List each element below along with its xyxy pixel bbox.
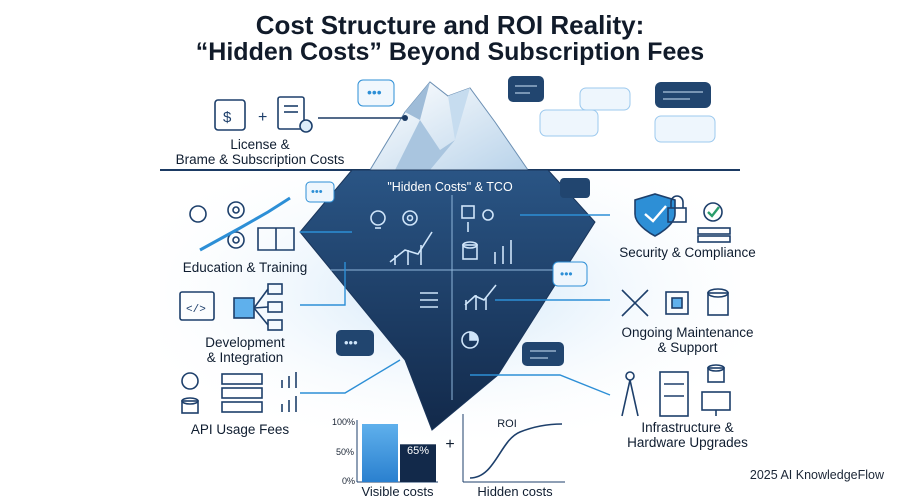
license-label: License & Brame & Subscription Costs xyxy=(170,137,350,167)
sync-arrows-icon xyxy=(181,372,199,390)
svg-text:$: $ xyxy=(223,109,232,126)
svg-text:+: + xyxy=(258,109,267,126)
maintenance-label: Ongoing Maintenance & Support xyxy=(621,325,754,355)
chat-bubble-icon xyxy=(560,178,590,198)
chat-bubble-icon xyxy=(508,76,544,102)
server-rack-icon xyxy=(659,371,689,417)
title-line-1: Cost Structure and ROI Reality: xyxy=(255,10,645,40)
security-label: Security & Compliance xyxy=(619,245,756,260)
book-icon xyxy=(257,227,295,251)
pie-chart-icon xyxy=(461,331,479,349)
plus-sign: + xyxy=(445,436,455,453)
chat-bubble-icon: ••• xyxy=(305,181,335,203)
development-label: Development & Integration xyxy=(205,335,285,365)
lightbulb-icon xyxy=(370,210,386,229)
roi-curve xyxy=(469,423,563,479)
server-rack-icon xyxy=(221,373,263,413)
database-icon xyxy=(462,241,478,260)
svg-text:•••: ••• xyxy=(560,267,573,281)
chat-bubble-icon: ••• xyxy=(357,79,395,107)
lock-icon xyxy=(667,195,687,223)
flow-icon xyxy=(420,292,438,308)
gear-icon xyxy=(402,210,418,226)
stacked-layers-icon xyxy=(697,227,731,243)
database-icon xyxy=(707,364,725,383)
watermark: 2025 AI KnowledgeFlow xyxy=(749,468,884,482)
bar-chart-icon xyxy=(281,372,297,412)
cube-icon xyxy=(233,297,255,319)
license-label-text: License & Brame & Subscription Costs xyxy=(175,137,345,167)
y-tick-50: 50% xyxy=(336,447,355,457)
title-line-2: “Hidden Costs” Beyond Subscription Fees xyxy=(195,38,705,66)
lightbulb-icon xyxy=(189,205,207,223)
checkmark-icon xyxy=(703,202,723,222)
visible-costs-xlabel: Visible costs xyxy=(361,484,434,499)
infrastructure-label: Infrastructure & Hardware Upgrades xyxy=(627,420,748,450)
gear-icon xyxy=(227,201,245,219)
chat-bubble-icon xyxy=(654,115,716,143)
bar-data-label: 65% xyxy=(406,445,430,457)
connector-development xyxy=(300,262,346,306)
connector-infrastructure xyxy=(470,374,611,396)
roi-chart xyxy=(462,414,565,483)
monitor-icon xyxy=(701,391,731,416)
svg-text:•••: ••• xyxy=(367,84,382,100)
chat-bubble-icon: ••• xyxy=(552,261,588,287)
line-chart-icon xyxy=(464,284,497,310)
y-tick-100: 100% xyxy=(332,417,356,427)
visible-costs-bar xyxy=(362,424,398,482)
iceberg-underwater xyxy=(299,169,596,431)
radio-tower-icon xyxy=(621,371,639,417)
svg-text:</>: </> xyxy=(186,304,206,316)
roi-label: ROI xyxy=(497,418,517,430)
api-label: API Usage Fees xyxy=(190,422,290,437)
code-window-icon: </> xyxy=(179,291,215,321)
trend-arrow-icon xyxy=(199,196,291,252)
chat-bubble-icon xyxy=(522,342,564,366)
contract-icon xyxy=(277,96,313,133)
database-icon xyxy=(181,397,199,414)
chat-bubble-icon xyxy=(655,82,711,108)
hidden-costs-bar xyxy=(400,444,436,482)
document-flow-icon xyxy=(461,205,494,232)
growth-chart-icon xyxy=(389,231,433,265)
database-icon xyxy=(707,288,729,316)
iceberg-title: "Hidden Costs" & TCO xyxy=(387,180,513,194)
education-label: Education & Training xyxy=(182,260,308,275)
visible-costs-chart xyxy=(356,420,438,483)
connector-api xyxy=(300,359,401,394)
svg-text:•••: ••• xyxy=(344,335,358,350)
y-tick-0: 0% xyxy=(342,476,356,486)
chat-bubble-icon xyxy=(579,87,631,111)
shield-icon xyxy=(634,193,676,237)
gear-icon xyxy=(227,231,245,249)
bar-chart-icon xyxy=(494,240,512,264)
chip-icon xyxy=(665,291,689,315)
tools-icon xyxy=(621,289,649,317)
chat-bubble-icon: ••• xyxy=(336,330,374,356)
network-nodes-icon xyxy=(253,283,283,331)
hidden-costs-xlabel: Hidden costs xyxy=(477,484,553,499)
calendar-money-icon: $ xyxy=(214,99,246,131)
svg-text:•••: ••• xyxy=(311,186,323,198)
chat-bubble-icon xyxy=(539,109,599,137)
iceberg-tip xyxy=(369,81,529,171)
